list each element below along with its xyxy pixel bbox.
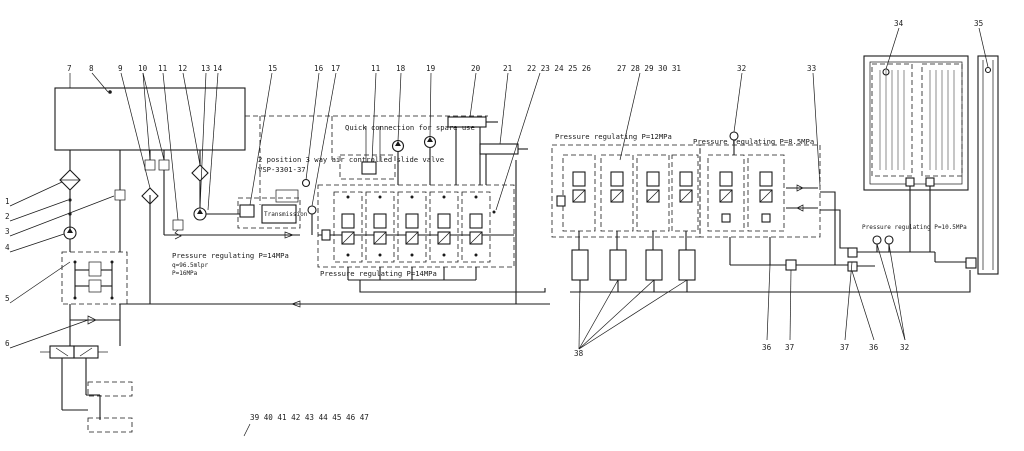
- callout-label: 20: [471, 64, 481, 73]
- gauge-icon: [884, 235, 894, 245]
- callout-label: 37: [785, 343, 794, 352]
- callout-label: 22 23 24 25 26: [527, 64, 591, 73]
- pilot-lines: [245, 115, 488, 205]
- check-valve-37: [785, 259, 797, 271]
- callout-label: 7: [67, 64, 72, 73]
- gauge-icon: [307, 205, 317, 215]
- callout-label: 37: [840, 343, 849, 352]
- callout-label: 36: [869, 343, 879, 352]
- callout-label: 32: [900, 343, 909, 352]
- cylinders-38: [571, 249, 696, 292]
- gauge-icon: [872, 235, 882, 245]
- pressure-note-14mpa-left: Pressure regulating P=14MPa: [172, 251, 289, 260]
- valve-description: 2 position 3 way air controlled slide va…: [258, 155, 444, 164]
- callout-label: 38: [574, 349, 584, 358]
- cylinders-20-21: [447, 116, 528, 185]
- callout-label: 35: [974, 19, 983, 28]
- callout-label: 39 40 41 42 43 44 45 46 47: [250, 413, 369, 422]
- manifold-valve-sections: [333, 191, 491, 263]
- callout-label: 19: [426, 64, 436, 73]
- callout-label: 14: [213, 64, 223, 73]
- callout-leaders: [9, 27, 989, 437]
- callout-label: 21: [503, 64, 513, 73]
- pressure-note-16mpa: P=16MPa: [172, 270, 198, 277]
- transmission-label: Transmission: [264, 211, 308, 218]
- callout-label: 16: [314, 64, 324, 73]
- oil-tank-group: [54, 87, 246, 190]
- cylinder-21: [479, 143, 519, 155]
- callout-label: 10: [138, 64, 148, 73]
- callout-label: 18: [396, 64, 406, 73]
- callout-numbers: 1 2 3 4 5 6 7 8 9 10 11 12 13 14 15 16 1…: [5, 19, 983, 422]
- pressure-note-10-5mpa: Pressure regulating P=10.5MPa: [862, 224, 967, 231]
- callout-label: 27 28 29 30 31: [617, 64, 681, 73]
- manifold-outline: [699, 144, 821, 238]
- transmission-group: [237, 178, 317, 235]
- cylinder-38: [609, 249, 627, 281]
- accumulator-bank-34: [863, 55, 969, 252]
- valve-manifold-8-5mpa: [699, 131, 821, 238]
- pressure-note-14mpa-mid: Pressure regulating P=14MPa: [320, 269, 437, 278]
- right-pressure-lines: [729, 191, 935, 272]
- callout-label: 3: [5, 227, 10, 236]
- callout-label: 1: [5, 197, 10, 206]
- valve-block-5: [61, 251, 128, 305]
- quick-connection-note: Quick connection for spare use: [345, 123, 475, 132]
- callout-label: 2: [5, 212, 10, 221]
- manifold-valve-sections: [572, 171, 693, 203]
- quick-connection-group: [339, 126, 437, 185]
- accumulator-35: [934, 55, 999, 275]
- accumulator-tall: [977, 55, 999, 275]
- accumulator-valve-icon: [984, 66, 992, 74]
- flow-note: q=96.5mlpr: [172, 262, 209, 269]
- transmission-box: [261, 204, 297, 224]
- return-lines: [120, 160, 971, 308]
- cylinder-38: [571, 249, 589, 281]
- cylinder-upper: [87, 381, 133, 397]
- air-slide-valve: [239, 204, 255, 218]
- callout-label: 15: [268, 64, 277, 73]
- callout-label: 36: [762, 343, 772, 352]
- cylinder-lower: [87, 417, 133, 433]
- manifold-valve-sections: [719, 171, 773, 223]
- valve-manifold-12mpa: [551, 144, 701, 250]
- cylinder-38: [645, 249, 663, 281]
- callout-label: 12: [178, 64, 187, 73]
- callout-label: 33: [807, 64, 816, 73]
- callout-label: 6: [5, 339, 10, 348]
- accumulator-frame: [863, 55, 969, 191]
- pressure-note-8-5mpa: Pressure regulating P=8.5MPa: [693, 137, 814, 146]
- valve-model: VSP-3301-37: [258, 165, 306, 174]
- valve-manifold-14mpa: [317, 184, 515, 281]
- callout-label: 5: [5, 294, 10, 303]
- cylinder-38: [678, 249, 696, 281]
- callout-label: 8: [89, 64, 94, 73]
- manifold-outline: [317, 184, 515, 268]
- breather-dot: [108, 90, 112, 94]
- annotations: Pressure regulating P=14MPa q=96.5mlpr P…: [172, 123, 967, 278]
- left-pump-group: [40, 169, 133, 433]
- callout-label: 34: [894, 19, 904, 28]
- callout-label: 32: [737, 64, 746, 73]
- callout-label: 9: [118, 64, 123, 73]
- gauge-icon: [301, 178, 311, 188]
- callout-label: 17: [331, 64, 340, 73]
- callout-label: 4: [5, 243, 10, 252]
- callout-label: 11: [371, 64, 381, 73]
- callout-label: 13: [201, 64, 210, 73]
- callout-label: 11: [158, 64, 168, 73]
- pressure-note-12mpa: Pressure regulating P=12MPa: [555, 132, 672, 141]
